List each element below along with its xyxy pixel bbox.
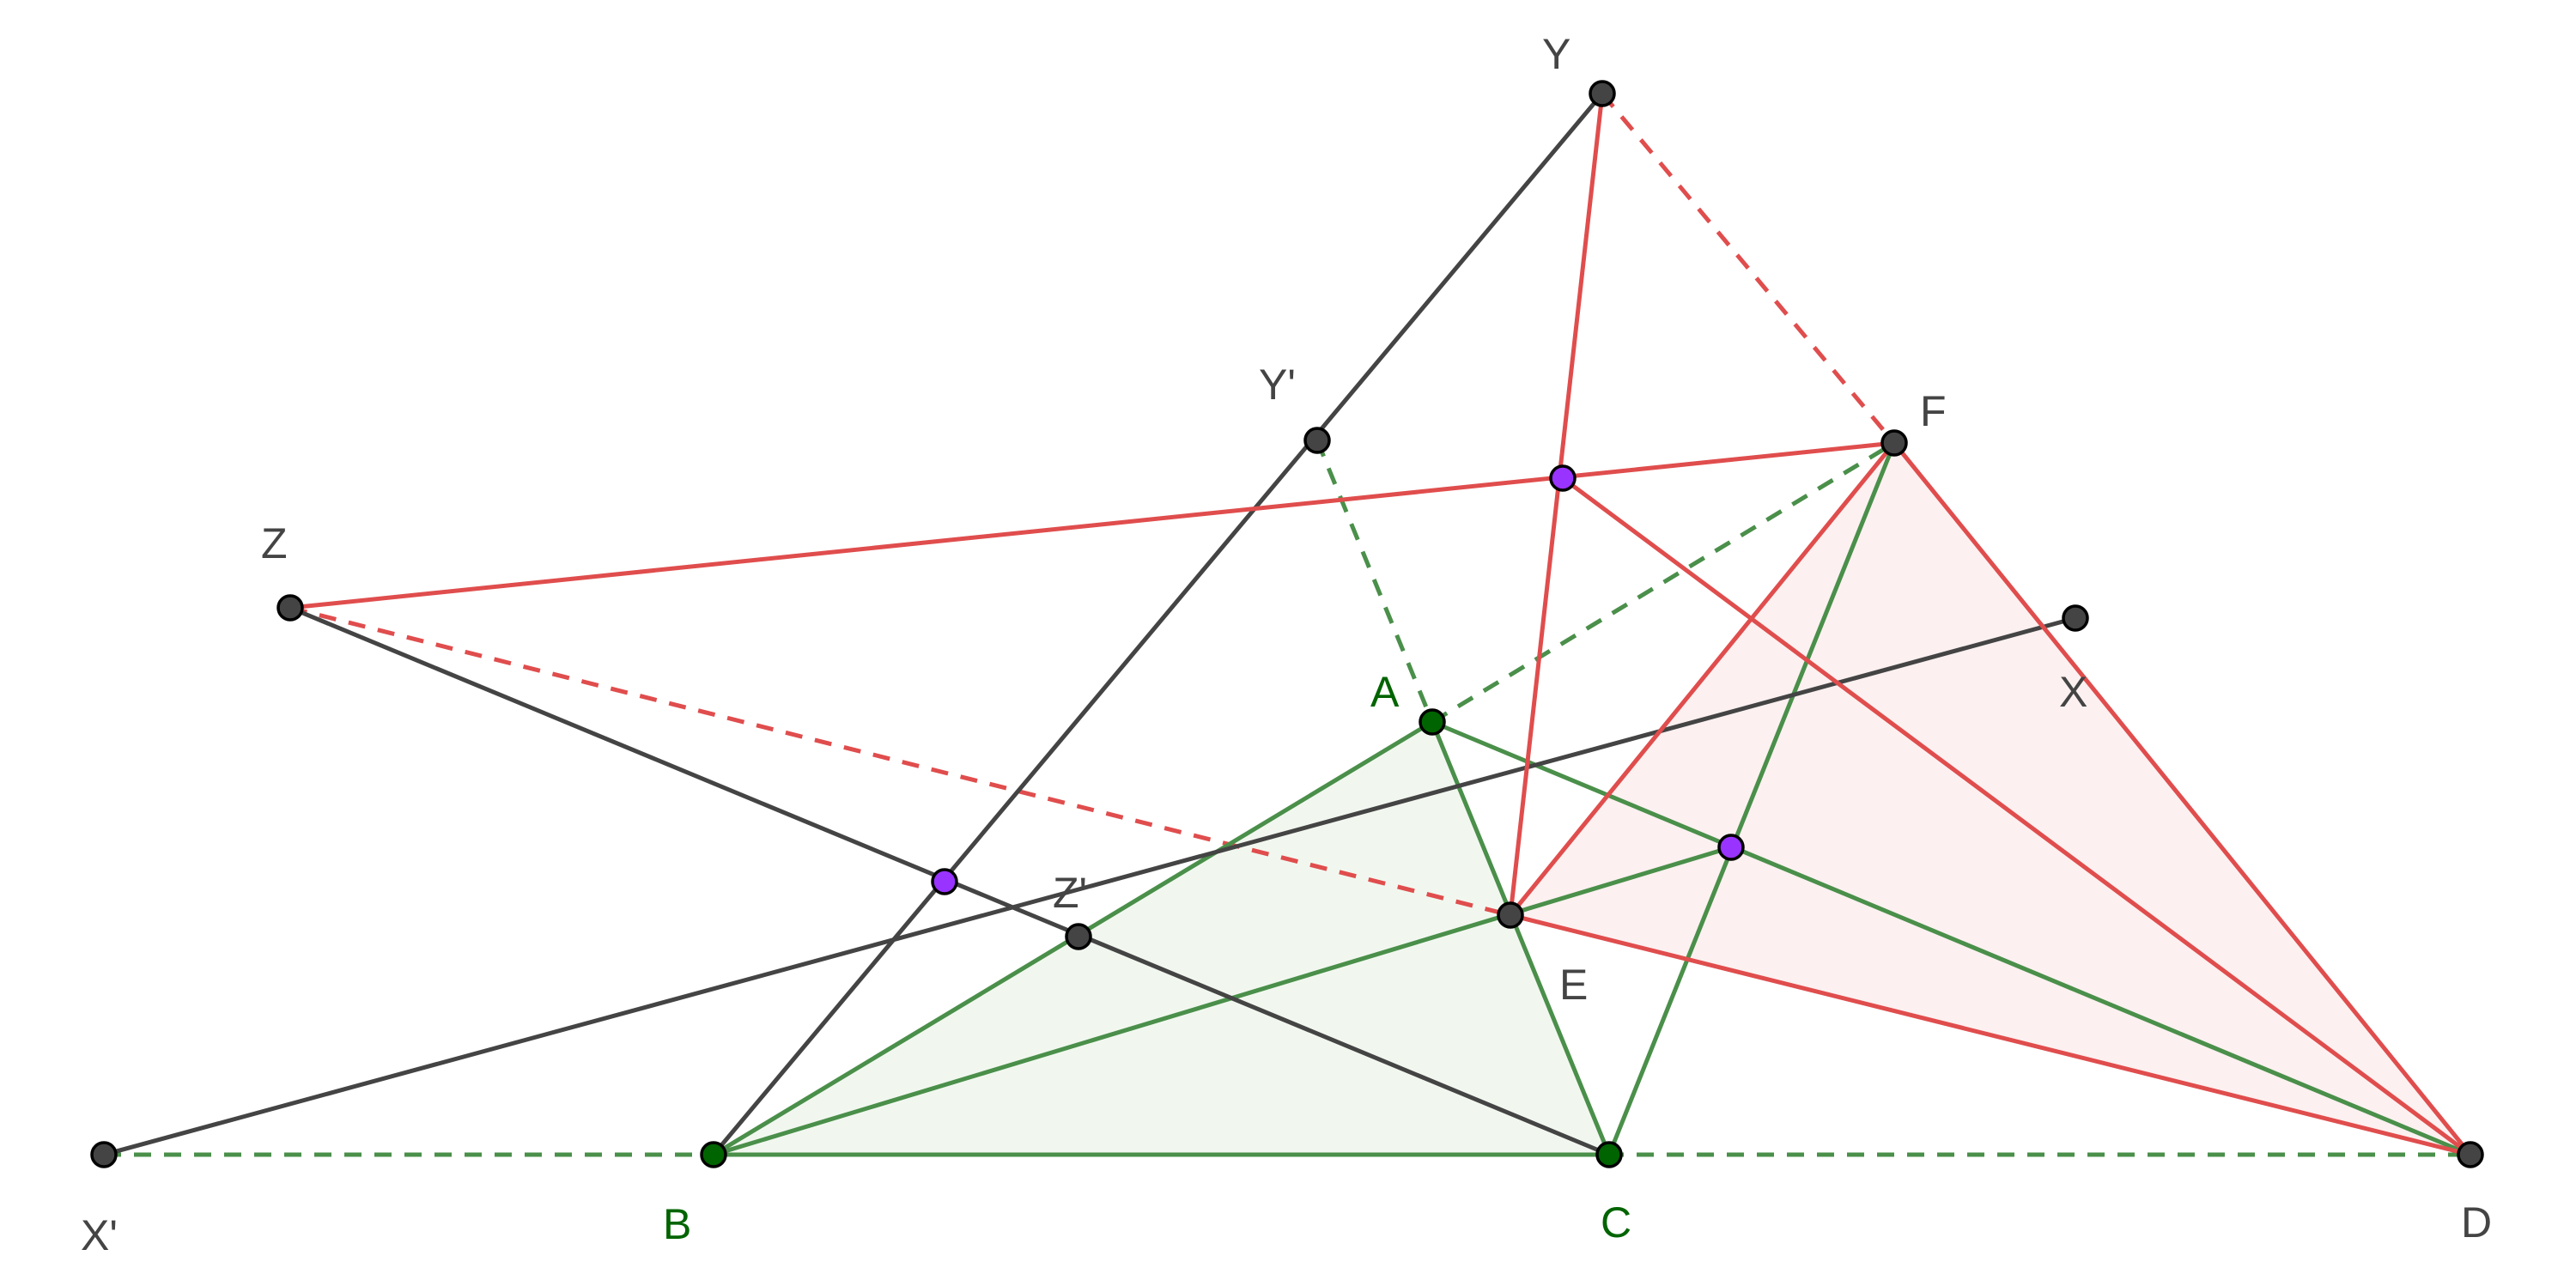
point-Xp[interactable]: [90, 1141, 118, 1168]
intersection-point-P1[interactable]: [1549, 464, 1577, 492]
intersection-point-P3[interactable]: [1717, 834, 1745, 861]
point-A[interactable]: [1419, 708, 1446, 736]
label-Y: Y: [1542, 30, 1571, 78]
segment-BP3: [711, 845, 1734, 1157]
segment-CA: [1430, 719, 1612, 1157]
intersection-point-P2[interactable]: [931, 868, 958, 895]
label-X: X: [2059, 668, 2087, 716]
segment-YF-dashed: [1601, 92, 1896, 445]
point-E[interactable]: [1497, 901, 1524, 929]
segment-ED: [1508, 913, 2473, 1157]
point-Yp[interactable]: [1303, 427, 1331, 454]
point-Z[interactable]: [276, 594, 304, 622]
segment-AD: [1430, 719, 2473, 1157]
label-Z: Z: [261, 519, 288, 567]
segment-YB: [711, 91, 1605, 1157]
segment-ZF: [288, 440, 1897, 610]
segment-ZE-dashed: [289, 605, 1511, 918]
segment-P1D: [1560, 476, 2473, 1157]
point-F[interactable]: [1880, 429, 1908, 457]
segment-CF: [1607, 440, 1897, 1157]
segment-FD: [1892, 440, 2473, 1157]
label-X-prime: X': [81, 1211, 118, 1259]
point-D[interactable]: [2457, 1141, 2484, 1168]
point-Y[interactable]: [1589, 80, 1616, 107]
label-F: F: [1920, 387, 1947, 435]
label-E: E: [1559, 961, 1588, 1009]
segment-YpA-dashed: [1315, 440, 1435, 723]
triangle-ABC-fill: [714, 722, 1609, 1155]
segment-YE: [1508, 91, 1605, 918]
point-Zp[interactable]: [1065, 923, 1092, 950]
label-C: C: [1601, 1198, 1631, 1247]
label-B: B: [663, 1200, 691, 1248]
segment-FE: [1508, 440, 1897, 918]
label-Z-prime: Z': [1053, 869, 1087, 917]
point-C[interactable]: [1595, 1141, 1623, 1168]
point-B[interactable]: [700, 1141, 727, 1168]
segment-XpX: [101, 616, 2078, 1157]
label-A: A: [1370, 668, 1400, 716]
label-D: D: [2461, 1198, 2492, 1247]
point-X[interactable]: [2062, 604, 2089, 632]
label-Y-prime: Y': [1259, 361, 1296, 409]
